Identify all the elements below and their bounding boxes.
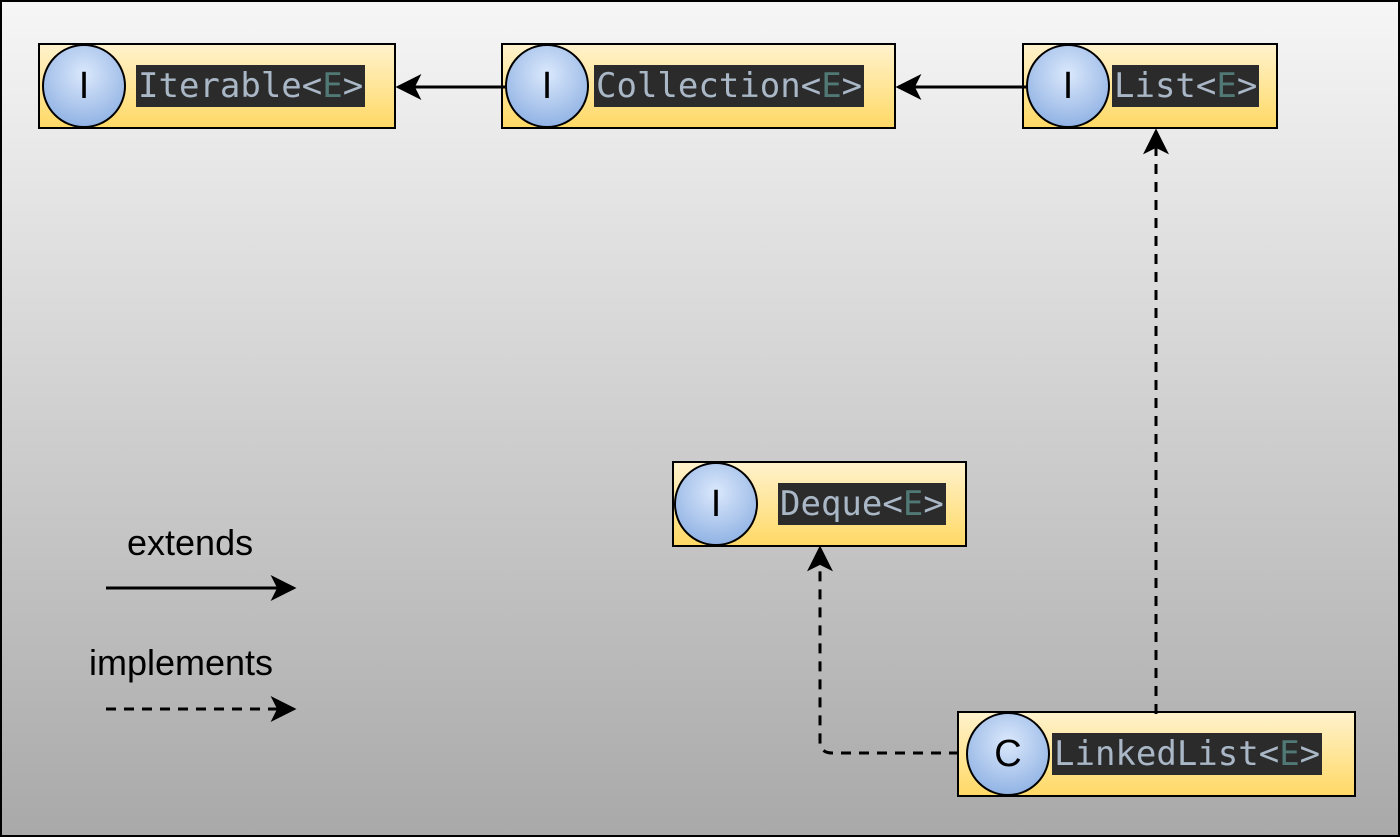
node-list-label: List<E> (1112, 65, 1260, 107)
badge-letter: I (1062, 64, 1074, 107)
type-param: E (1279, 734, 1300, 774)
node-collection-label: Collection<E> (594, 65, 865, 107)
type-name: List (1114, 66, 1196, 106)
type-param: E (1216, 66, 1237, 106)
node-deque[interactable]: I Deque<E> (672, 461, 967, 547)
badge-letter: I (541, 64, 553, 107)
node-linkedlist[interactable]: C LinkedList<E> (957, 711, 1356, 797)
node-iterable[interactable]: I Iterable<E> (38, 43, 396, 129)
interface-badge-icon: I (42, 44, 126, 128)
badge-letter: I (78, 64, 90, 107)
interface-badge-icon: I (674, 462, 758, 546)
legend-extends-label: extends (127, 522, 254, 563)
type-name: Collection (596, 66, 801, 106)
type-name: Deque (780, 484, 883, 524)
node-list[interactable]: I List<E> (1022, 43, 1278, 129)
type-name: LinkedList (1054, 734, 1259, 774)
badge-letter: I (710, 482, 722, 525)
interface-badge-icon: I (1026, 44, 1110, 128)
type-name: Iterable (138, 66, 302, 106)
node-iterable-label: Iterable<E> (136, 65, 366, 107)
badge-letter: C (994, 732, 1022, 775)
legend-implements-label: implements (89, 642, 274, 683)
type-param: E (821, 66, 842, 106)
edge-linkedlist-implements-deque (807, 545, 959, 755)
type-param: E (322, 66, 343, 106)
class-badge-icon: C (966, 712, 1050, 796)
node-deque-label: Deque<E> (778, 483, 946, 525)
node-linkedlist-label: LinkedList<E> (1052, 733, 1323, 775)
interface-badge-icon: I (505, 44, 589, 128)
node-collection[interactable]: I Collection<E> (501, 43, 896, 129)
type-param: E (902, 484, 924, 524)
